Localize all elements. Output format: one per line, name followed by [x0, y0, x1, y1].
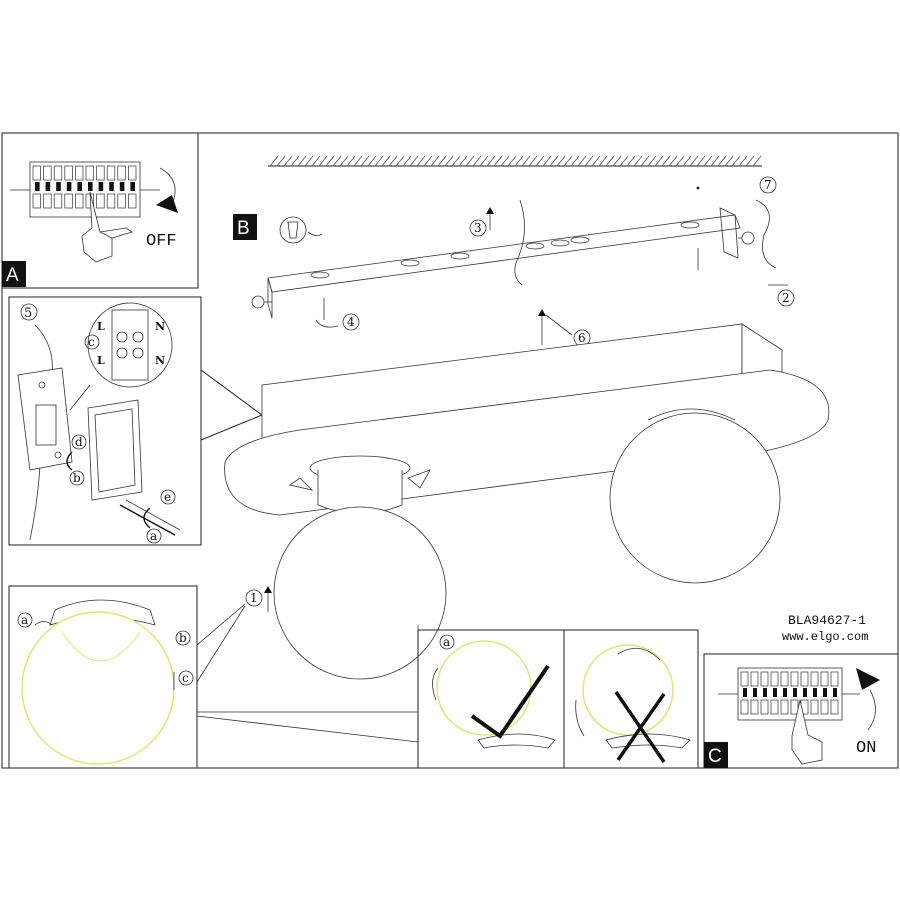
correct-install-panel: a	[417, 629, 565, 769]
switch-off-label: OFF	[146, 232, 177, 251]
mount-step-2: 2	[782, 291, 790, 305]
globe-holder	[289, 455, 431, 514]
wiring-panel: 5 L N L N c d b	[8, 296, 264, 546]
globe-holder	[647, 408, 736, 421]
glass-globe	[21, 611, 175, 765]
mount-step-3: 3	[474, 221, 482, 235]
wiring-letter-e: e	[164, 490, 171, 504]
terminal-left-top: L	[97, 320, 105, 333]
mount-step-7: 7	[764, 178, 772, 192]
rotate-off-arrow-icon	[156, 167, 178, 213]
wall-plug-icon	[323, 186, 700, 320]
panel-b-tag	[233, 214, 257, 240]
panel-b: B 7	[233, 176, 795, 347]
drill-icon	[279, 216, 323, 244]
product-code: BLA94627-1	[788, 613, 866, 628]
panel-a: OFF A	[1, 132, 199, 289]
panel-a-tag-label: A	[6, 265, 19, 286]
switch-on-label: ON	[856, 739, 876, 758]
wiring-letter-b: b	[73, 471, 81, 485]
glass-globe	[273, 506, 447, 680]
globe-step-number: 1	[250, 591, 258, 605]
product-website: www.elgo.com	[782, 630, 868, 644]
globe-letter-b: b	[179, 631, 187, 645]
correct-letter-a: a	[443, 635, 450, 649]
wiring-letter-c: c	[88, 335, 95, 349]
screw-icon	[738, 231, 755, 245]
mount-step-6: 6	[578, 331, 586, 345]
cover-plate-icon	[87, 399, 143, 501]
breaker-strip-icon	[718, 667, 860, 721]
mounting-bracket-icon	[267, 207, 741, 319]
panel-a-tag	[2, 261, 26, 287]
check-mark-icon	[470, 664, 550, 739]
incorrect-install-panel	[563, 629, 699, 769]
ceiling-hatch	[268, 155, 762, 167]
wiring-letter-d: d	[75, 435, 83, 449]
mount-step-4: 4	[347, 315, 355, 329]
globe-letter-a: a	[21, 613, 28, 627]
panel-b-tag-label: B	[237, 218, 250, 239]
terminal-left-bottom: L	[97, 354, 105, 367]
terminal-right-top: N	[155, 320, 165, 333]
wiring-step-number: 5	[24, 306, 32, 321]
globe-letter-c: c	[182, 671, 189, 685]
wiring-letter-a: a	[150, 529, 157, 543]
glass-globe	[609, 412, 781, 584]
rotate-on-arrow-icon	[856, 668, 880, 731]
panel-c: ON C	[703, 653, 899, 769]
globe-detail-panel: a b c	[8, 585, 419, 769]
terminal-zoom-circle	[69, 302, 173, 411]
screw-icon	[251, 295, 272, 309]
ceiling-fixture: 1	[196, 323, 830, 683]
cross-mark-icon	[614, 691, 666, 763]
panel-c-tag-label: C	[708, 746, 722, 767]
hand-icon	[791, 699, 823, 765]
screwdriver-icon	[119, 499, 181, 536]
breaker-strip-icon	[10, 161, 160, 218]
panel-c-tag	[704, 742, 728, 768]
hand-icon	[81, 191, 133, 263]
terminal-right-bottom: N	[155, 354, 165, 367]
junction-box-icon	[17, 367, 73, 471]
